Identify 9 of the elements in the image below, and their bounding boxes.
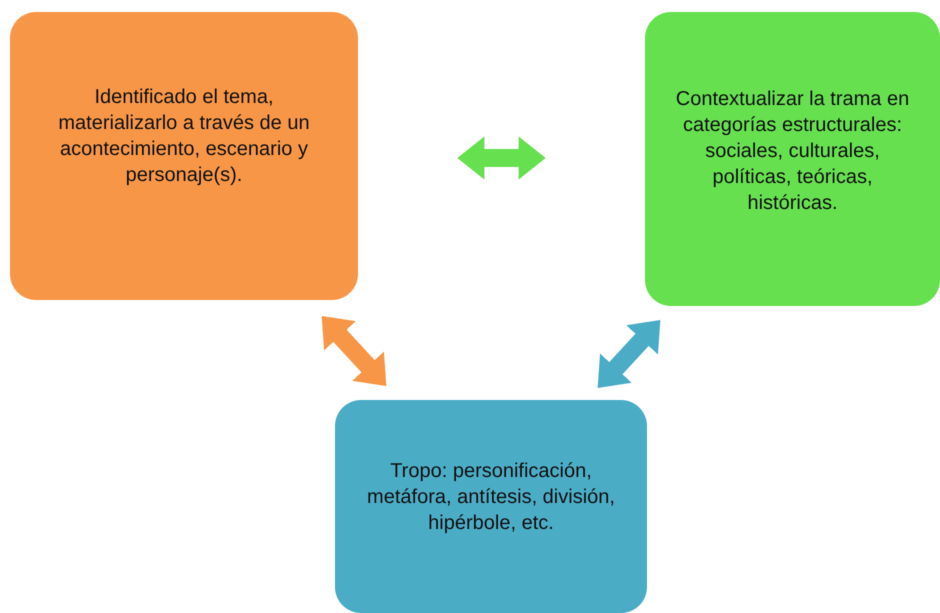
box-text: Tropo: personificación, metáfora, antítesis, división, hipérbole, etc. xyxy=(366,458,616,536)
double-arrow xyxy=(598,320,660,388)
double-arrow xyxy=(457,136,546,180)
process-box xyxy=(10,12,358,300)
double-arrow xyxy=(322,316,386,386)
process-box xyxy=(335,400,647,613)
box-text: Contextualizar la trama en categorías estructurales: sociales, culturales, políticas, teóricas, históricas. xyxy=(675,87,910,216)
process-box xyxy=(645,12,940,306)
box-text: Identificado el tema, materializarlo a través de un acontecimiento, escenario y personaje(s). xyxy=(57,85,311,188)
